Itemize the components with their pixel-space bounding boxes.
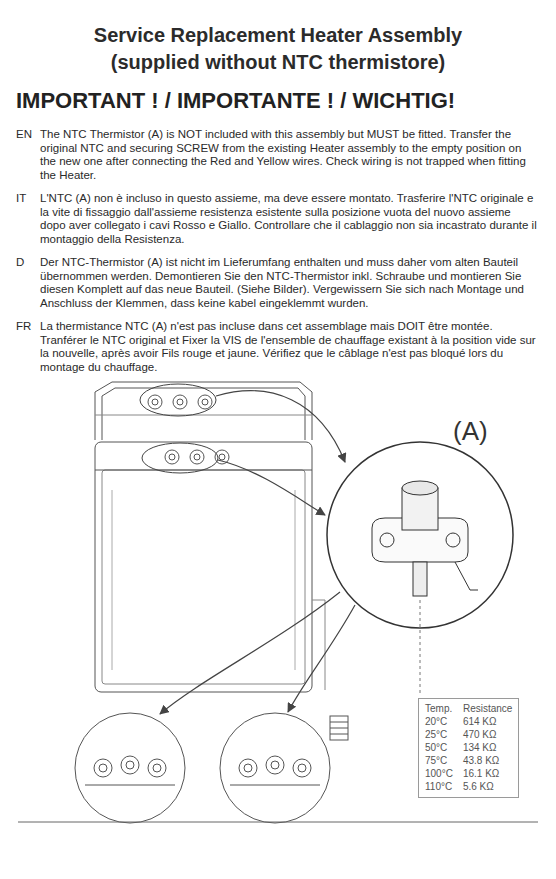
instruction-row: ITL'NTC (A) non è incluso in questo assi… bbox=[16, 192, 538, 246]
instruction-row: ENThe NTC Thermistor (A) is NOT included… bbox=[16, 128, 538, 182]
part-letter: (A) bbox=[453, 416, 488, 446]
table-cell: 5.6 KΩ bbox=[463, 781, 512, 793]
terminal-detail bbox=[75, 713, 330, 823]
instruction-text: Der NTC-Thermistor (A) ist nicht im Lief… bbox=[40, 256, 538, 310]
heater-tray bbox=[95, 382, 312, 440]
resistance-table: Temp. Resistance 20°C 614 KΩ 25°C 470 KΩ 50°C 1… bbox=[418, 698, 519, 798]
instruction-row: DDer NTC-Thermistor (A) ist nicht im Lie… bbox=[16, 256, 538, 310]
instruction-text: La thermistance NTC (A) n'est pas inclus… bbox=[40, 320, 538, 374]
table-cell: 110°C bbox=[425, 781, 453, 793]
instruction-text: L'NTC (A) non è incluso in questo assiem… bbox=[40, 192, 538, 246]
table-cell: 43.8 KΩ bbox=[463, 755, 512, 767]
warning-heading: IMPORTANT ! / IMPORTANTE ! / WICHTIG! bbox=[16, 88, 455, 114]
table-cell: 100°C bbox=[425, 768, 453, 780]
wire-connector bbox=[330, 716, 348, 740]
language-code: EN bbox=[16, 128, 40, 182]
table-cell: 50°C bbox=[425, 742, 453, 754]
table-cell: 25°C bbox=[425, 729, 453, 741]
table-cell: 470 KΩ bbox=[463, 729, 512, 741]
table-cell: 614 KΩ bbox=[463, 716, 512, 728]
table-cell: 134 KΩ bbox=[463, 742, 512, 754]
language-code: FR bbox=[16, 320, 40, 374]
table-cell: 16.1 KΩ bbox=[463, 768, 512, 780]
language-code: IT bbox=[16, 192, 40, 246]
table-header: Temp. bbox=[425, 703, 453, 715]
table-cell: 20°C bbox=[425, 716, 453, 728]
instruction-text: The NTC Thermistor (A) is NOT included w… bbox=[40, 128, 538, 182]
detail-circle: (A) bbox=[325, 440, 515, 630]
pointer-arrow bbox=[160, 391, 355, 714]
page-title: Service Replacement Heater Assembly (sup… bbox=[70, 22, 486, 76]
heater-body bbox=[95, 442, 325, 692]
instruction-row: FRLa thermistance NTC (A) n'est pas incl… bbox=[16, 320, 538, 374]
table-header: Resistance bbox=[463, 703, 512, 715]
table-cell: 75°C bbox=[425, 755, 453, 767]
circle-outline bbox=[325, 440, 515, 630]
circle-outline bbox=[327, 442, 513, 628]
language-code: D bbox=[16, 256, 40, 310]
page-rule bbox=[18, 822, 538, 823]
instructions: ENThe NTC Thermistor (A) is NOT included… bbox=[16, 128, 538, 384]
ntc-thermistor bbox=[372, 481, 478, 694]
